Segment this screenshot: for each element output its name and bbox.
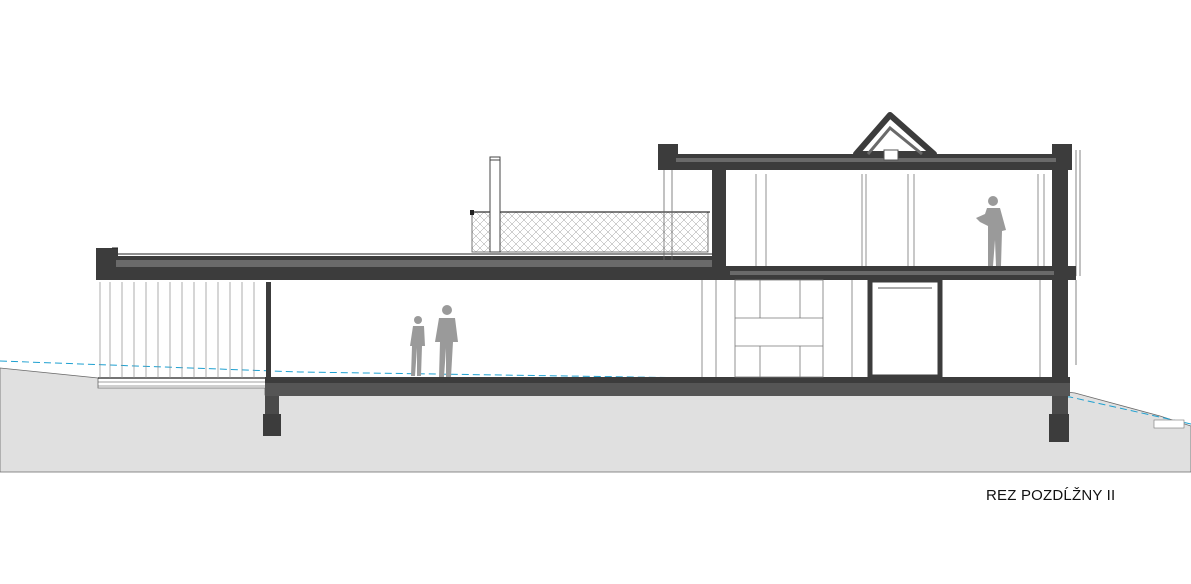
- footing-left: [263, 414, 281, 436]
- interior-partitions: [701, 279, 1041, 378]
- lower-wall-right: [1052, 280, 1068, 380]
- person-figure-1: [410, 316, 425, 376]
- upper-roof-left-parapet: [658, 144, 678, 154]
- foundation-right: [1052, 390, 1068, 420]
- roof-terrace-railing: [471, 211, 709, 253]
- terrace-slats: [99, 282, 255, 378]
- exterior-step: [1153, 419, 1185, 429]
- door-frame: [867, 277, 943, 380]
- ground-floor-slab-base: [265, 383, 1070, 396]
- upper-wall-left: [712, 170, 726, 276]
- person-figure-3: [976, 196, 1006, 266]
- person-figure-2: [435, 305, 458, 377]
- upper-wall-right: [1052, 170, 1068, 276]
- footing-right: [1049, 414, 1069, 442]
- skylight: [853, 112, 937, 157]
- terrace-post: [266, 282, 271, 378]
- section-title: REZ POZDĹŽNY II: [986, 487, 1116, 504]
- upper-roof-right-parapet: [1052, 144, 1072, 154]
- lower-roof-parapet-left: [96, 248, 118, 256]
- ground-floor-slab: [265, 377, 1070, 383]
- lower-roof: [96, 256, 726, 280]
- chimney: [489, 156, 501, 253]
